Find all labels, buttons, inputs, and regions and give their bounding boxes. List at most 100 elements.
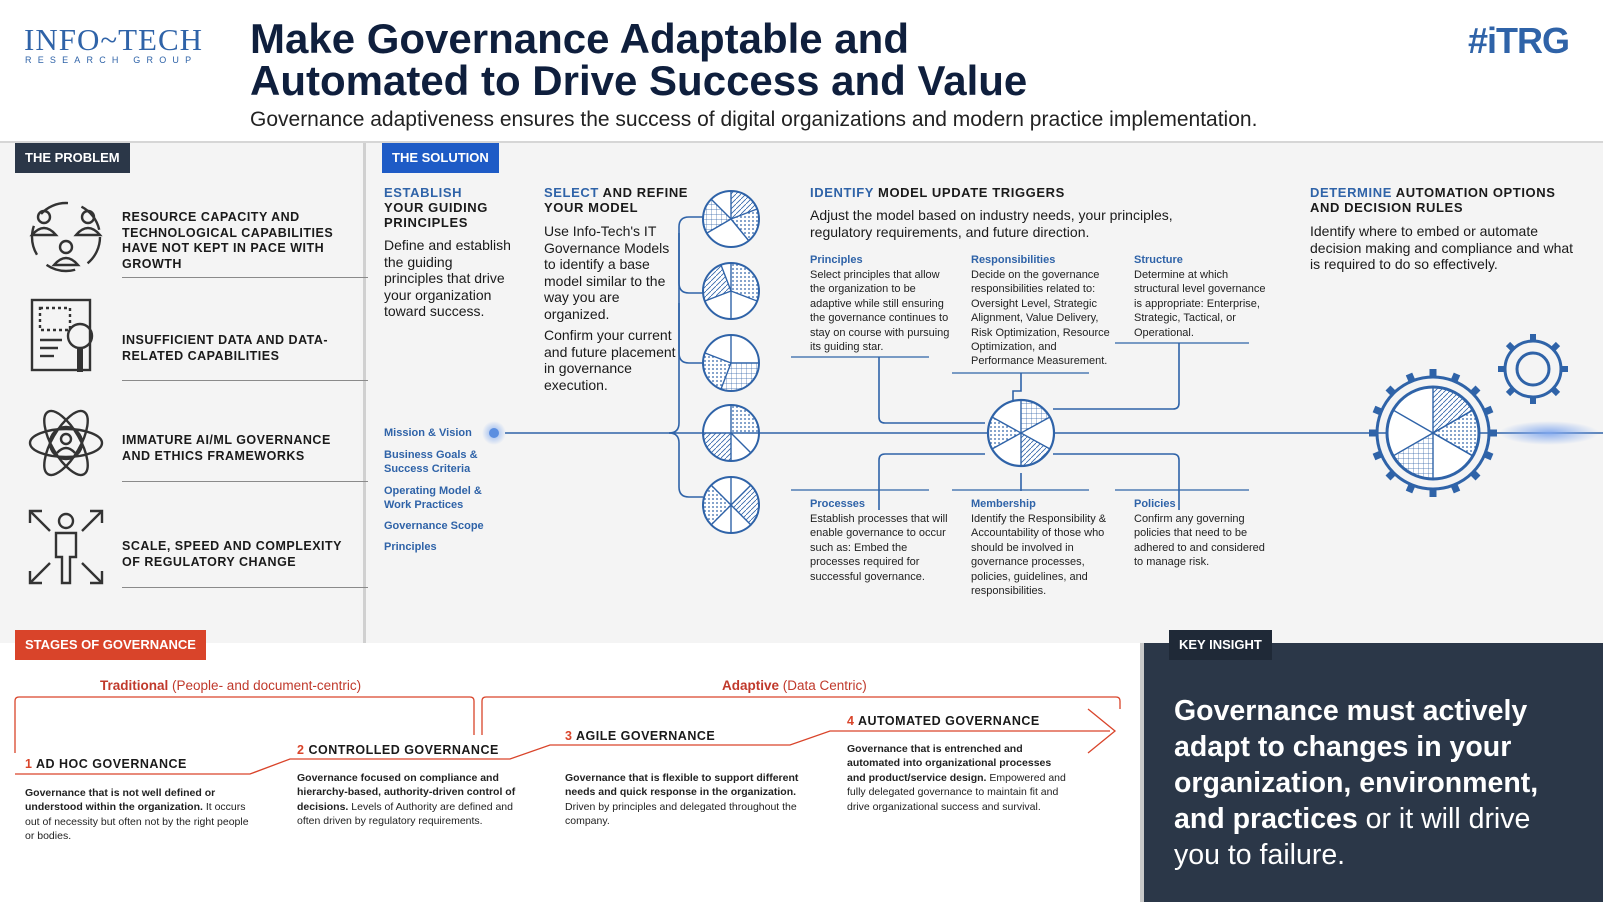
stage-number: 3 [565,729,573,743]
insight-rest: or it will drive you to failure. [1174,803,1531,871]
traditional-bold: Traditional [100,678,169,693]
stage-title-text: AD HOC GOVERNANCE [35,757,187,771]
heading-rest: AND REFINE YOUR MODEL [544,185,689,215]
determine-body: Identify where to embed or automate deci… [1310,223,1574,272]
divider [122,481,368,482]
heading-rest: MODEL UPDATE TRIGGERS [878,185,1065,200]
heading-highlight: ESTABLISH [384,185,463,200]
trigger-pie-icon [986,398,1056,468]
heading-highlight: IDENTIFY [810,185,874,200]
stage-body-bold: Governance focused on compliance and hie… [297,772,516,813]
automation-gear-icon [1369,334,1568,497]
trigger-structure-title: Structure [1134,254,1183,266]
problem-tag: THE PROBLEM [15,143,130,173]
logo-tagline: RESEARCH GROUP [25,55,198,65]
stage-3-body: Governance that is flexible to support d… [565,771,800,829]
link-principles[interactable]: Principles [384,541,437,553]
problem-item: INSUFFICIENT DATA AND DATA-RELATED CAPAB… [20,296,368,386]
model-pie-icons [702,190,760,534]
trigger-processes-title: Processes [810,498,866,510]
title-line-2: Automated to Drive Success and Value [250,57,1028,104]
people-cycle-icon [29,201,103,273]
problem-item: SCALE, SPEED AND COMPLEXITY OF REGULATOR… [20,505,368,595]
logo: INFO~TECH [24,22,204,57]
solution-panel: THE SOLUTION [369,143,1603,643]
stage-body-rest: Empowered and fully delegated governance… [847,771,1066,813]
problem-text: INSUFFICIENT DATA AND DATA-RELATED CAPAB… [122,333,329,363]
identify-body: Adjust the model based on industry needs… [810,207,1173,240]
stage-title-text: AUTOMATED GOVERNANCE [857,714,1040,728]
stage-title-text: CONTROLLED GOVERNANCE [308,743,499,757]
determine-heading: DETERMINE AUTOMATION OPTIONS AND DECISIO… [1310,185,1570,215]
stage-number: 1 [25,757,33,771]
stage-body-bold: Governance that is entrenched and automa… [847,743,1052,784]
stage-2-title: 2 CONTROLLED GOVERNANCE [297,743,499,757]
stage-4-body: Governance that is entrenched and automa… [847,742,1067,814]
trigger-responsibilities-title: Responsibilities [971,254,1056,266]
adaptive-bold: Adaptive [722,678,780,693]
problem-text: IMMATURE AI/ML GOVERNANCE AND ETHICS FRA… [122,433,331,463]
stage-number: 2 [297,743,305,757]
stage-body-bold: Governance that is flexible to support d… [565,772,799,799]
heading-rest: YOUR GUIDING PRINCIPLES [384,200,488,230]
title-line-1: Make Governance Adaptable and [250,15,909,62]
insight-bold: Governance must actively adapt to change… [1174,695,1539,835]
traditional-label: Traditional (People- and document-centri… [100,678,361,693]
stage-body-rest: Driven by principles and delegated throu… [565,800,797,828]
problem-text: RESOURCE CAPACITY AND TECHNOLOGICAL CAPA… [122,210,334,271]
stage-1-title: 1 AD HOC GOVERNANCE [25,757,187,771]
stage-number: 4 [847,714,855,728]
trigger-responsibilities-body: Decide on the governance responsibilitie… [971,269,1110,368]
insight-tag: KEY INSIGHT [1169,630,1272,660]
divider [122,380,368,381]
adaptive-rest: (Data Centric) [782,678,867,693]
stage-title-text: AGILE GOVERNANCE [575,729,716,743]
trigger-policies-body: Confirm any governing policies that need… [1134,513,1265,569]
problem-item: RESOURCE CAPACITY AND TECHNOLOGICAL CAPA… [20,195,368,285]
stages-panel: STAGES OF GOVERNANCE Traditional (People… [0,630,1140,902]
establish-body: Define and establish the guiding princip… [384,237,511,319]
divider [122,277,368,278]
trigger-structure-body: Determine at which structural level gove… [1134,269,1266,339]
itrg-badge: #iTRG [1468,20,1570,61]
stage-2-body: Governance focused on compliance and hie… [297,771,527,829]
solution-tag: THE SOLUTION [382,143,499,173]
trigger-principles-body: Select principles that allow the organiz… [810,269,950,354]
problem-text: SCALE, SPEED AND COMPLEXITY OF REGULATOR… [122,539,342,569]
stages-staircase [14,696,1121,775]
key-insight-panel: KEY INSIGHT Governance must actively ada… [1140,630,1603,902]
traditional-rest: (People- and document-centric) [172,678,362,693]
insight-text: Governance must actively adapt to change… [1174,693,1584,873]
header: INFO~TECH RESEARCH GROUP Make Governance… [0,0,1603,143]
divider [122,587,368,588]
link-operating-model[interactable]: Operating Model & Work Practices [384,485,482,511]
trigger-membership-title: Membership [971,498,1036,510]
select-body-2: Confirm your current and future placemen… [544,327,676,393]
stage-body-rest: Levels of Authority are defined and ofte… [297,800,513,828]
problem-item: IMMATURE AI/ML GOVERNANCE AND ETHICS FRA… [20,401,368,491]
establish-heading: ESTABLISH YOUR GUIDING PRINCIPLES [384,185,504,230]
stage-body-bold: Governance that is not well defined or u… [25,787,216,814]
trigger-policies-title: Policies [1134,498,1176,510]
trigger-processes-body: Establish processes that will enable gov… [810,513,948,583]
select-heading: SELECT AND REFINE YOUR MODEL [544,185,694,215]
adaptive-label: Adaptive (Data Centric) [722,678,867,693]
stage-4-title: 4 AUTOMATED GOVERNANCE [847,714,1040,728]
stage-3-title: 3 AGILE GOVERNANCE [565,729,715,743]
page-title: Make Governance Adaptable and Automated … [250,18,1150,102]
trigger-membership-body: Identify the Responsibility & Accountabi… [971,513,1107,598]
stage-body-rest: It occurs out of necessity but often not… [25,801,249,843]
heading-rest: AUTOMATION OPTIONS AND DECISION RULES [1310,185,1556,215]
heading-highlight: SELECT [544,185,599,200]
page-subtitle: Governance adaptiveness ensures the succ… [250,108,1258,131]
data-magnifier-icon [30,298,94,372]
heading-highlight: DETERMINE [1310,185,1392,200]
stage-1-body: Governance that is not well defined or u… [25,786,250,844]
solution-flow-diagram [482,190,1603,534]
link-business-goals[interactable]: Business Goals & Success Criteria [384,449,478,475]
ai-atom-person-icon [28,409,104,477]
trigger-principles-title: Principles [810,254,863,266]
link-governance-scope[interactable]: Governance Scope [384,520,484,532]
link-mission-vision[interactable]: Mission & Vision [384,427,472,439]
problem-panel: THE PROBLEM RESOURCE CAPACITY AND TECHNO… [0,143,368,643]
